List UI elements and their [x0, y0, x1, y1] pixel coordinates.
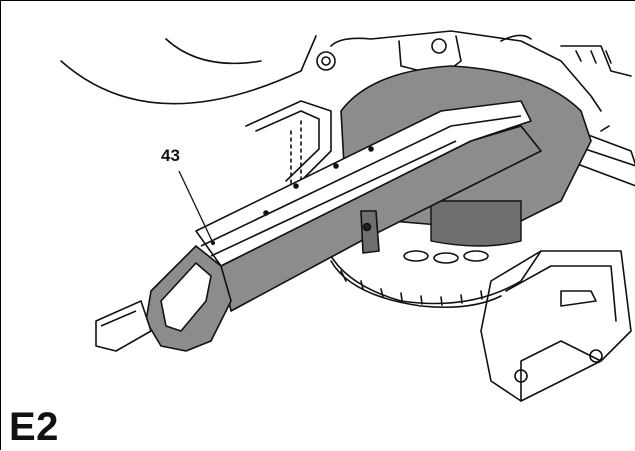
base-block — [480, 250, 632, 402]
figure-label: E2 — [9, 405, 59, 449]
handle-knob — [431, 38, 447, 54]
callout-leader-43 — [178, 170, 214, 244]
callout-number-43: 43 — [161, 146, 180, 165]
saw-head-housing — [330, 30, 602, 112]
arm-handle-grip — [95, 245, 232, 352]
blade-guard-outline — [60, 35, 317, 105]
head-pivot-bolt — [316, 51, 336, 71]
turntable-outline — [320, 230, 542, 305]
